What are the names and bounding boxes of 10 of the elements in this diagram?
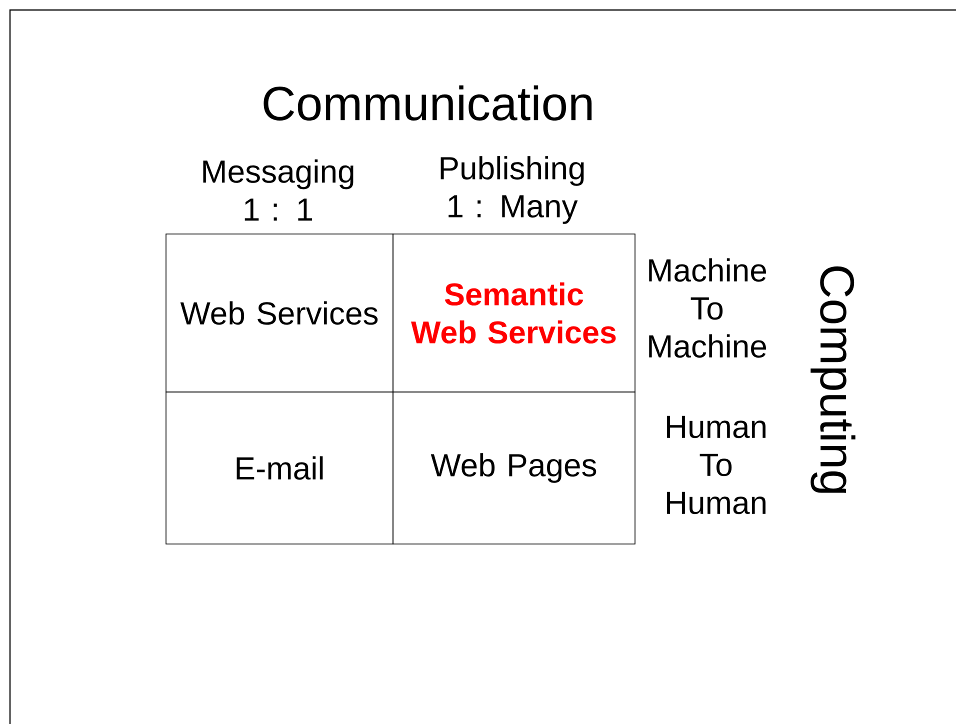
axis-title: Computing (810, 266, 856, 493)
table-cell: Web Pages (392, 392, 636, 544)
axis-label: Machine To Machine (649, 258, 766, 358)
table-cell: Web Services (166, 234, 394, 392)
axis-label: Messaging 1 : 1 (203, 159, 354, 221)
table-cell: E-mail (166, 392, 394, 544)
axis-title: Communication (264, 85, 592, 121)
axis-label: Human To Human (667, 416, 766, 514)
table-cell: Semantic Web Services (392, 234, 636, 392)
axis-label: Publishing 1 : Many (440, 156, 584, 224)
